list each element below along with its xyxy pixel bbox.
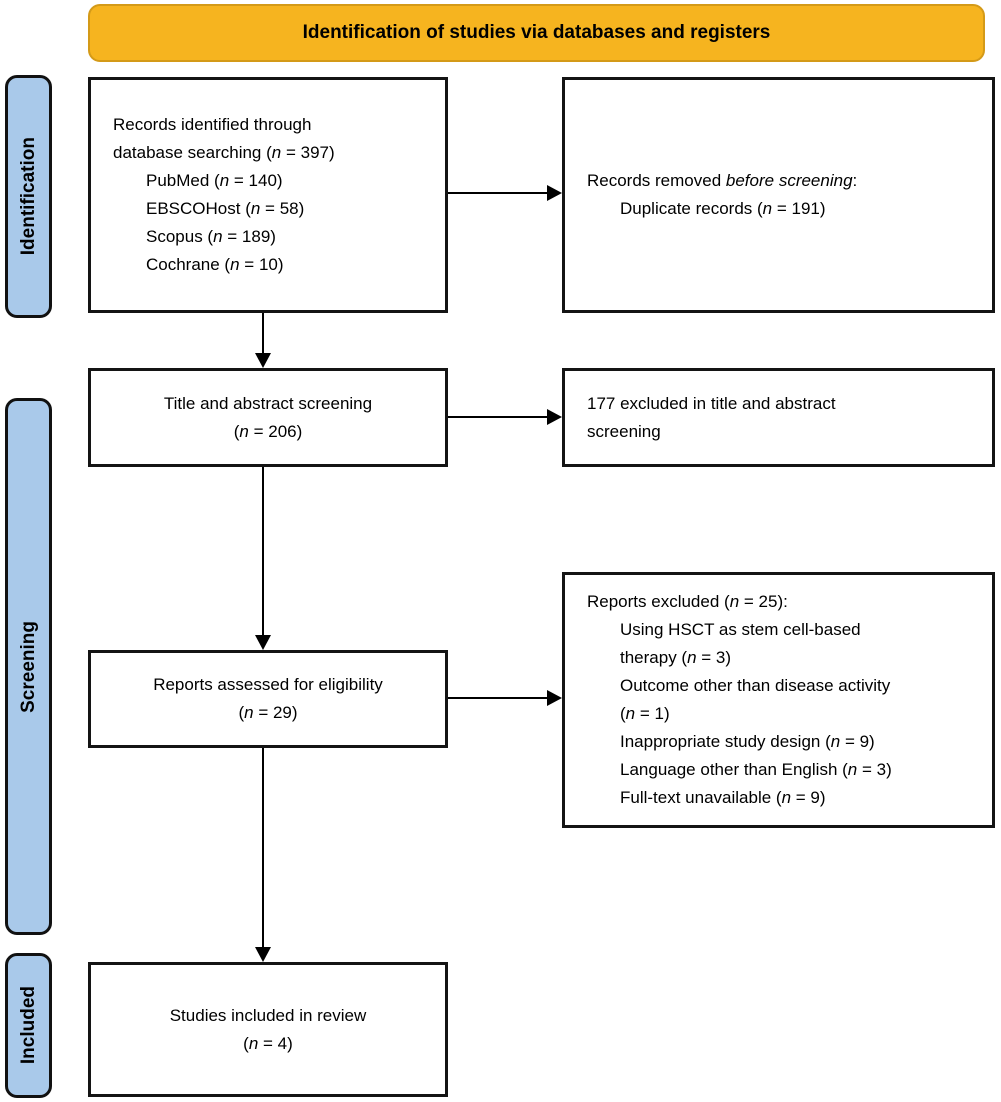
arrow-identified-to-removed-line — [448, 192, 548, 194]
text-line: Cochrane (n = 10) — [146, 255, 284, 274]
arrow-assessed-to-reports-excluded-line — [448, 697, 548, 699]
box-reports-assessed-eligibility: Reports assessed for eligibility (n = 29) — [88, 650, 448, 748]
arrow-assessed-to-reports-excluded-head — [547, 690, 562, 706]
box-excluded-title-abstract: 177 excluded in title and abstract screen… — [562, 368, 995, 467]
text-line: Records identified through — [113, 115, 312, 134]
arrow-identified-to-screening-head — [255, 353, 271, 368]
banner-label: Identification of studies via databases … — [302, 22, 771, 43]
box-title-abstract-screening: Title and abstract screening (n = 206) — [88, 368, 448, 467]
arrow-screening-to-excluded-line — [448, 416, 548, 418]
text-line: Scopus (n = 189) — [146, 227, 276, 246]
stage-tab-screening: Screening — [5, 398, 52, 935]
arrow-screening-to-excluded-head — [547, 409, 562, 425]
text-line: database searching (n = 397) — [113, 143, 335, 162]
text-line: Outcome other than disease activity — [620, 676, 891, 695]
text-line: EBSCOHost (n = 58) — [146, 199, 305, 218]
box-records-removed-before-screening: Records removed before screening: Duplica… — [562, 77, 995, 313]
text-line: Language other than English (n = 3) — [620, 760, 892, 779]
stage-label-screening: Screening — [17, 620, 39, 713]
text-line: (n = 206) — [233, 421, 303, 441]
arrow-identified-to-removed-head — [547, 185, 562, 201]
text-line: (n = 4) — [243, 1033, 293, 1053]
arrow-screening-to-assessed-head — [255, 635, 271, 650]
stage-label-identification: Identification — [17, 137, 39, 256]
text-line: therapy (n = 3) — [620, 648, 732, 667]
text-line: Duplicate records (n = 191) — [620, 199, 826, 218]
text-line: Using HSCT as stem cell-based — [620, 620, 861, 639]
text-line: Full-text unavailable (n = 9) — [620, 788, 826, 807]
text-line: 177 excluded in title and abstract — [587, 393, 836, 413]
stage-label-included: Included — [17, 986, 39, 1065]
text-line: Studies included in review — [169, 1005, 367, 1025]
arrow-identified-to-screening-line — [262, 313, 264, 354]
banner-identification-of-studies: Identification of studies via databases … — [88, 4, 985, 62]
box-studies-included-review: Studies included in review (n = 4) — [88, 962, 448, 1097]
arrow-assessed-to-included-head — [255, 947, 271, 962]
text-line: Inappropriate study design (n = 9) — [620, 732, 875, 751]
text-line: PubMed (n = 140) — [146, 171, 283, 190]
text-line: Records removed before screening: — [587, 171, 858, 190]
box-reports-excluded: Reports excluded (n = 25): Using HSCT as … — [562, 572, 995, 828]
arrow-assessed-to-included-line — [262, 748, 264, 948]
text-line: (n = 1) — [620, 704, 670, 723]
text-line: Reports assessed for eligibility — [153, 675, 383, 694]
stage-tab-identification: Identification — [5, 75, 52, 318]
text-line: screening — [587, 421, 661, 441]
text-line: (n = 29) — [238, 703, 298, 722]
text-line: Reports excluded (n = 25): — [587, 592, 788, 611]
stage-tab-included: Included — [5, 953, 52, 1098]
box-records-identified: Records identified through database searc… — [88, 77, 448, 313]
text-line: Title and abstract screening — [163, 393, 373, 413]
arrow-screening-to-assessed-line — [262, 467, 264, 636]
